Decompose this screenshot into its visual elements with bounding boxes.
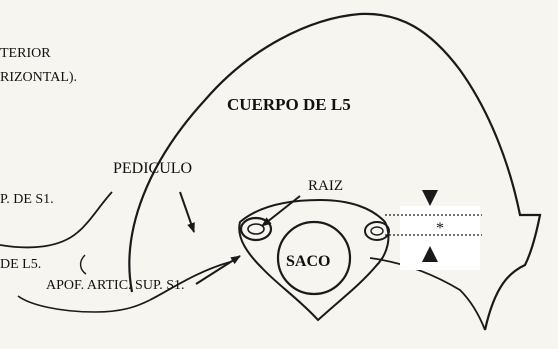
label-left-s1: P. DE S1. xyxy=(0,192,54,207)
label-left-l5: DE L5. xyxy=(0,257,41,272)
label-apof: APOF. ARTIC. SUP. S1. xyxy=(46,278,184,293)
label-cuerpo: CUERPO DE L5 xyxy=(227,95,351,114)
measurement-inset xyxy=(400,206,480,270)
label-top-left-2: RIZONTAL). xyxy=(0,70,77,85)
label-saco: SACO xyxy=(286,253,330,270)
label-top-left-1: TERIOR xyxy=(0,46,51,61)
label-pediculo: PEDICULO xyxy=(113,160,192,177)
label-raiz: RAIZ xyxy=(308,178,343,194)
label-asterisk: * xyxy=(436,220,444,237)
